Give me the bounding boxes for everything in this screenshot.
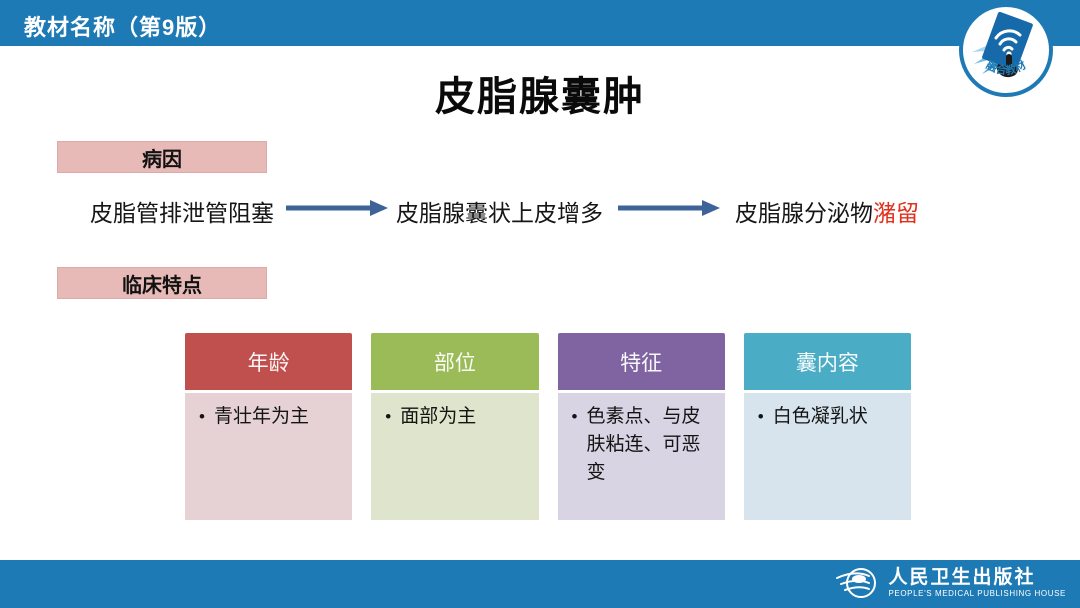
list-item: 面部为主	[400, 406, 477, 427]
top-bar: 教材名称（第9版）	[0, 0, 1080, 46]
flow-step-secretion-retention: 皮脂腺分泌物潴留	[735, 194, 919, 228]
column-site: 部位 面部为主	[371, 333, 539, 520]
list-item: 色素点、与皮肤粘连、可恶变	[586, 406, 701, 483]
column-cyst-content-body: 白色凝乳状	[743, 393, 911, 520]
column-age-header: 年龄	[185, 333, 353, 393]
list-item: 青壮年为主	[213, 406, 309, 427]
column-age: 年龄 青壮年为主	[185, 333, 353, 520]
column-age-body: 青壮年为主	[185, 393, 353, 520]
page-title: 皮脂腺囊肿	[435, 75, 645, 119]
etiology-section-label: 病因	[57, 141, 267, 173]
publisher-logo-icon	[836, 568, 877, 598]
flow-step-epithelium-increase: 皮脂腺囊状上皮增多	[396, 200, 603, 226]
column-site-header: 部位	[371, 333, 539, 393]
textbook-name-label: 教材名称（第9版）	[24, 15, 222, 40]
clinical-columns: 年龄 青壮年为主 部位 面部为主 特征 色素点、与皮肤粘连、可恶变 囊内容 白色…	[185, 333, 911, 520]
column-features-body: 色素点、与皮肤粘连、可恶变	[557, 393, 725, 520]
publisher-name-en: PEOPLE'S MEDICAL PUBLISHING HOUSE	[888, 589, 1066, 598]
column-cyst-content: 囊内容 白色凝乳状	[743, 333, 911, 520]
publisher-block: 人民卫生出版社 PEOPLE'S MEDICAL PUBLISHING HOUS…	[835, 564, 1066, 602]
flow-step-retention-highlight: 潴留	[873, 200, 919, 226]
list-item: 白色凝乳状	[772, 406, 868, 427]
flow-arrow-icon	[286, 200, 388, 216]
publisher-text: 人民卫生出版社 PEOPLE'S MEDICAL PUBLISHING HOUS…	[888, 567, 1066, 599]
column-features-header: 特征	[557, 333, 725, 393]
publisher-name-cn: 人民卫生出版社	[888, 567, 1036, 588]
flow-arrow-icon	[618, 200, 720, 216]
column-site-body: 面部为主	[371, 393, 539, 520]
integrated-textbook-logo-icon: 融合教材	[959, 3, 1053, 97]
column-cyst-content-header: 囊内容	[743, 333, 911, 393]
flow-step-secretion-text: 皮脂腺分泌物	[735, 200, 873, 226]
flow-step-duct-obstruction: 皮脂管排泄管阻塞	[90, 200, 274, 226]
footer-bar: 人民卫生出版社 PEOPLE'S MEDICAL PUBLISHING HOUS…	[0, 560, 1080, 608]
clinical-section-label: 临床特点	[57, 267, 267, 299]
column-features: 特征 色素点、与皮肤粘连、可恶变	[557, 333, 725, 520]
